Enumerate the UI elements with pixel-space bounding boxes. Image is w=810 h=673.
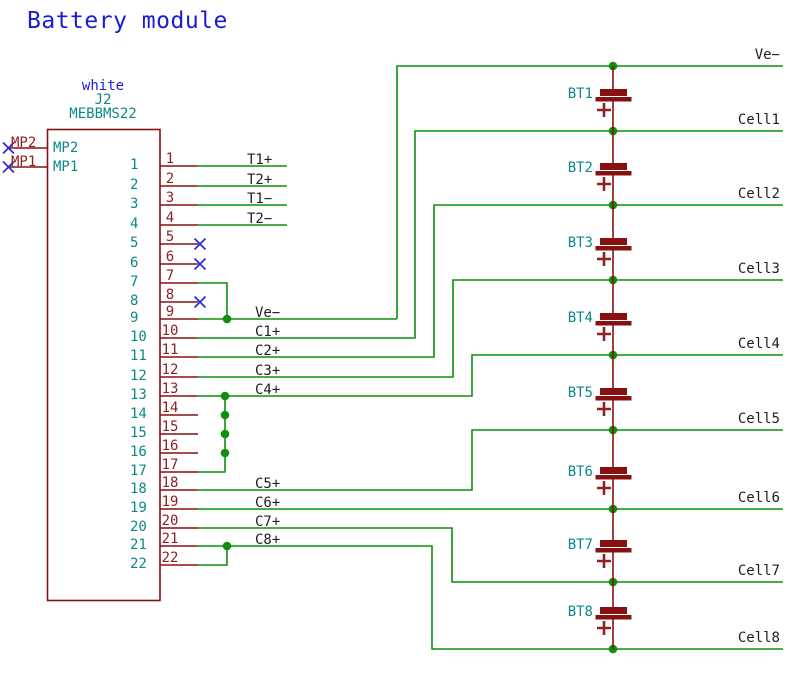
net-label: C1+ xyxy=(255,324,281,340)
pin-number: 9 xyxy=(165,304,175,320)
pin-number: 15 xyxy=(161,419,179,435)
pin-name: 16 xyxy=(130,444,147,460)
net-label: Cell2 xyxy=(737,186,780,202)
pin-number: 13 xyxy=(161,381,179,397)
battery-ref: BT6 xyxy=(567,464,593,480)
connector-value: MEBBMS22 xyxy=(69,106,137,122)
net-label: Cell8 xyxy=(737,630,780,646)
battery-ref: BT5 xyxy=(567,385,593,401)
pin-number: 14 xyxy=(161,400,179,416)
pin-name: 5 xyxy=(130,235,139,251)
net-label: Ve− xyxy=(255,305,281,321)
pin-number: 19 xyxy=(161,494,179,510)
connector-body xyxy=(46,128,161,602)
wires xyxy=(198,65,783,650)
net-label: C6+ xyxy=(255,495,281,511)
pin-name: 21 xyxy=(130,537,147,553)
pin-number: 1 xyxy=(165,151,175,167)
no-connect-icon xyxy=(2,141,207,309)
pin-name: 15 xyxy=(130,425,147,441)
net-label: C8+ xyxy=(255,532,281,548)
net-label: Cell1 xyxy=(737,112,780,128)
pin-number: 10 xyxy=(161,323,179,339)
net-label: T1− xyxy=(247,191,273,207)
battery-ref: BT4 xyxy=(567,310,593,326)
net-label: Cell5 xyxy=(737,411,780,427)
pin-name: 10 xyxy=(130,329,147,345)
pin-number: 18 xyxy=(161,475,179,491)
pin-name: 4 xyxy=(130,216,139,232)
pin-number: 6 xyxy=(165,249,175,265)
pin-number: MP2 xyxy=(11,135,37,151)
battery-ref: BT2 xyxy=(567,160,593,176)
sheet-title: Battery module xyxy=(27,8,228,34)
net-label: T1+ xyxy=(247,152,273,168)
battery-ref: BT8 xyxy=(567,604,593,620)
pin-number: 4 xyxy=(165,210,175,226)
net-label: C5+ xyxy=(255,476,281,492)
pin-name: 22 xyxy=(130,556,147,572)
battery-ref: BT1 xyxy=(567,86,593,102)
net-label: C7+ xyxy=(255,514,281,530)
pin-name: 11 xyxy=(130,348,147,364)
net-label: Cell6 xyxy=(737,490,780,506)
pin-number: 5 xyxy=(165,229,175,245)
net-label: C2+ xyxy=(255,343,281,359)
net-label: C4+ xyxy=(255,382,281,398)
pin-name: MP2 xyxy=(53,140,79,156)
pin-name: 18 xyxy=(130,481,147,497)
connector-fields: white J2 MEBBMS22 xyxy=(33,79,173,121)
net-label: C3+ xyxy=(255,363,281,379)
pin-number: 8 xyxy=(165,287,175,303)
pin-name: 2 xyxy=(130,177,139,193)
net-label: Cell3 xyxy=(737,261,780,277)
pin-number: 11 xyxy=(161,342,179,358)
pin-name: MP1 xyxy=(53,159,79,175)
pin-name: 19 xyxy=(130,500,147,516)
pin-name: 7 xyxy=(130,274,139,290)
pin-number: 7 xyxy=(165,268,175,284)
pin-number: 17 xyxy=(161,457,179,473)
pin-number: 16 xyxy=(161,438,179,454)
pin-number: MP1 xyxy=(11,154,37,170)
connector-reference: J2 xyxy=(94,92,112,108)
battery-plates xyxy=(595,89,632,620)
battery-symbols xyxy=(595,66,632,649)
pin-number: 22 xyxy=(161,550,179,566)
battery-ref: BT3 xyxy=(567,235,593,251)
pin-name: 13 xyxy=(130,387,147,403)
connector-color-field: white xyxy=(81,78,125,94)
pin-number: 12 xyxy=(161,362,179,378)
battery-ref: BT7 xyxy=(567,537,593,553)
pin-name: 17 xyxy=(130,463,147,479)
net-label: Cell7 xyxy=(737,563,780,579)
pin-number: 20 xyxy=(161,513,179,529)
net-label: T2− xyxy=(247,211,273,227)
pin-number: 21 xyxy=(161,531,179,547)
pin-name: 14 xyxy=(130,406,147,422)
connector-pins xyxy=(8,147,198,566)
pin-name: 20 xyxy=(130,519,147,535)
net-label: Ve− xyxy=(754,47,780,63)
net-label: T2+ xyxy=(247,172,273,188)
pin-name: 9 xyxy=(130,310,139,326)
pin-number: 3 xyxy=(165,190,175,206)
pin-number: 2 xyxy=(165,171,175,187)
battery-plus-icon xyxy=(597,103,611,635)
pin-name: 8 xyxy=(130,293,139,309)
pin-name: 12 xyxy=(130,368,147,384)
pin-name: 3 xyxy=(130,196,139,212)
pin-name: 6 xyxy=(130,255,139,271)
pin-name: 1 xyxy=(130,157,139,173)
net-label: Cell4 xyxy=(737,336,780,352)
